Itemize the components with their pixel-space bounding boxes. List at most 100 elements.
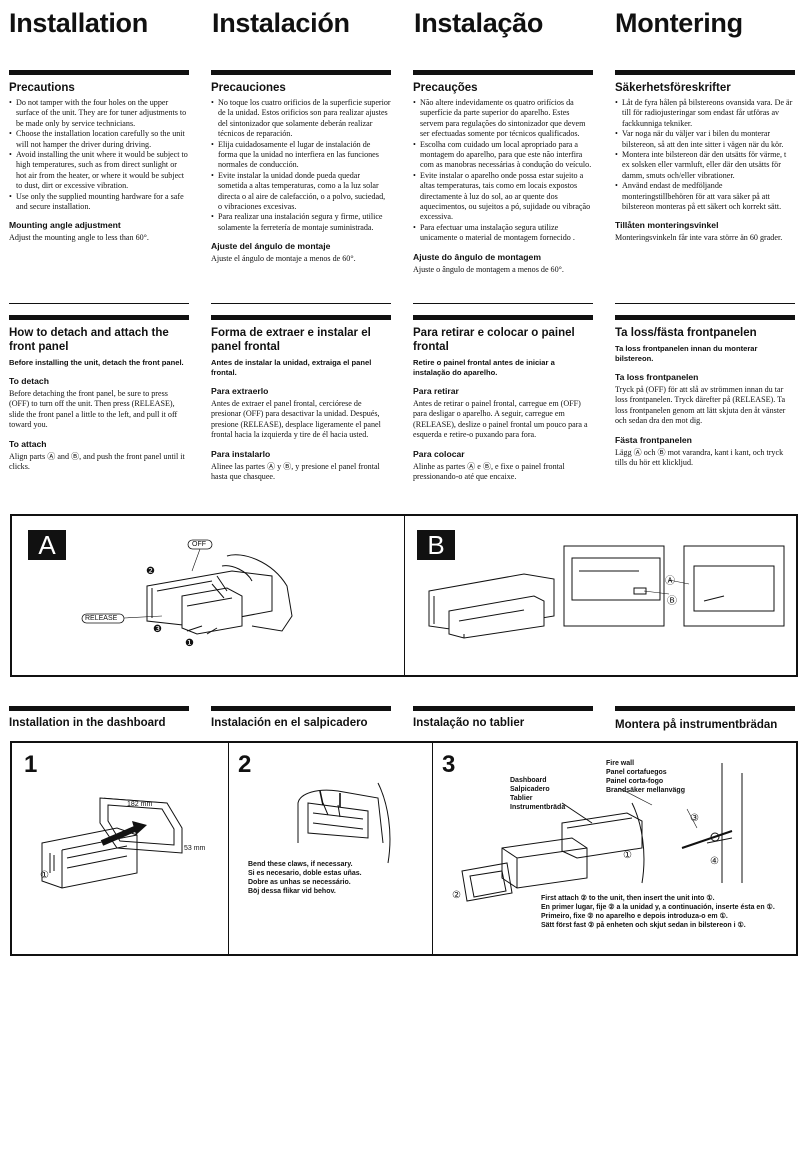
subsection-title: Tillåten monteringsvinkel bbox=[615, 220, 719, 231]
list-item: Evite instalar la unidad donde pueda que… bbox=[211, 171, 391, 213]
subsection-title: Fästa frontpanelen bbox=[615, 434, 692, 445]
section-title: Installation in the dashboard bbox=[9, 717, 166, 729]
part-marker-a: Ⓐ bbox=[665, 576, 675, 587]
caption-line: Instrumentbräda bbox=[510, 804, 566, 811]
step-number: 1 bbox=[24, 751, 38, 778]
height-dimension: 53 mm bbox=[184, 845, 206, 852]
part-marker-2: ② bbox=[452, 890, 461, 901]
paragraph: Alinee las partes Ⓐ y Ⓑ, y presione el p… bbox=[211, 461, 380, 482]
section-title: Precauções bbox=[413, 82, 478, 94]
caption-line: Panel cortafuegos bbox=[606, 769, 667, 776]
list-item: Var noga när du väljer var i bilen du mo… bbox=[615, 129, 795, 150]
paragraph: Ajuste o ângulo de montagem a menos de 6… bbox=[413, 264, 564, 274]
section-title: Forma de extraer e instalar el panel fro… bbox=[211, 327, 371, 353]
divider bbox=[228, 743, 229, 954]
divider bbox=[413, 303, 593, 304]
step2-illustration bbox=[297, 782, 391, 864]
section-bar bbox=[615, 315, 795, 320]
caption-line: Böj dessa flikar vid behov. bbox=[248, 888, 336, 895]
caption-line: Fire wall bbox=[606, 760, 635, 767]
caption-line: Primeiro, fixe ② no aparelho e depois in… bbox=[541, 913, 728, 920]
lang-title-sv: Montering bbox=[615, 8, 743, 38]
section-title: Instalação no tablier bbox=[413, 717, 525, 729]
width-dimension: 182 mm bbox=[127, 801, 153, 808]
caption-line: Si es necesario, doble estas uñas. bbox=[248, 870, 362, 877]
section-bar bbox=[211, 315, 391, 320]
paragraph: Align parts Ⓐ and Ⓑ, and push the front … bbox=[9, 451, 185, 472]
section-title: Precautions bbox=[9, 82, 75, 94]
paragraph: Ajuste el ángulo de montaje a menos de 6… bbox=[211, 254, 356, 264]
caption-line: En primer lugar, fije ② a la unidad y, a… bbox=[541, 904, 775, 911]
list-item: Use only the supplied mounting hardware … bbox=[9, 192, 189, 213]
figure-detach-attach: A B OFF RELEASE ❷ ❸ ❶ bbox=[10, 514, 798, 677]
precautions-pt: Precauções Não altere indevidamente os q… bbox=[413, 81, 593, 275]
subsection-title: Mounting angle adjustment bbox=[9, 220, 121, 231]
part-marker-3: ③ bbox=[690, 813, 699, 824]
caption-line: Salpicadero bbox=[510, 786, 550, 793]
precautions-list: No toque los cuatro orificios de la supe… bbox=[211, 98, 391, 233]
caption-line: Dashboard bbox=[510, 777, 547, 784]
divider bbox=[9, 303, 189, 304]
paragraph: Alinhe as partes Ⓐ e Ⓑ, e fixe o painel … bbox=[413, 461, 565, 482]
list-item: No toque los cuatro orificios de la supe… bbox=[211, 98, 391, 140]
list-item: Para realizar una instalación segura y f… bbox=[211, 212, 391, 233]
section-title: Säkerhetsföreskrifter bbox=[615, 82, 731, 94]
section-title: Para retirar e colocar o painel frontal bbox=[413, 327, 575, 353]
detach-sv: Ta loss/fästa frontpanelen Ta loss front… bbox=[615, 326, 795, 468]
list-item: Använd endast de medföljande monteringst… bbox=[615, 181, 795, 212]
lang-title-pt: Instalação bbox=[414, 8, 544, 38]
paragraph: Antes de extraer el panel frontal, cerci… bbox=[211, 399, 381, 440]
caption-line: Tablier bbox=[510, 795, 533, 802]
section-bar bbox=[211, 706, 391, 711]
lead-text: Ta loss frontpanelen innan du monterar b… bbox=[615, 344, 758, 363]
section-title: How to detach and attach the front panel bbox=[9, 327, 169, 353]
firewall-caption: Fire wall Panel cortafuegos Painel corta… bbox=[606, 759, 685, 795]
caption-line: Brandsäker mellanvägg bbox=[606, 787, 685, 794]
caption-line: Painel corta-fogo bbox=[606, 778, 664, 785]
precautions-list: Do not tamper with the four holes on the… bbox=[9, 98, 189, 212]
lang-title-en: Installation bbox=[9, 8, 148, 38]
step1-illustration bbox=[41, 797, 183, 889]
lang-title-es: Instalación bbox=[212, 8, 350, 38]
section-bar bbox=[211, 70, 391, 75]
list-item: Avoid installing the unit where it would… bbox=[9, 150, 189, 192]
caption-line: Bend these claws, if necessary. bbox=[248, 861, 353, 868]
section-title: Montera på instrumentbrädan bbox=[615, 719, 778, 731]
attach-illustration bbox=[428, 545, 785, 639]
precautions-es: Precauciones No toque los cuatro orifici… bbox=[211, 81, 391, 265]
paragraph: Tryck på (OFF) för att slå av strömmen i… bbox=[615, 385, 786, 426]
caption-line: Dobre as unhas se necessário. bbox=[248, 879, 351, 886]
paragraph: Before detaching the front panel, be sur… bbox=[9, 389, 178, 430]
list-item: Elija cuidadosamente el lugar de instala… bbox=[211, 140, 391, 171]
detach-en: How to detach and attach the front panel… bbox=[9, 326, 189, 472]
subsection-title: Ajuste do ângulo de montagem bbox=[413, 251, 541, 262]
section-bar bbox=[9, 70, 189, 75]
subsection-title: Para colocar bbox=[413, 448, 465, 459]
figure-label-b: B bbox=[417, 530, 455, 560]
list-item: Choose the installation location careful… bbox=[9, 129, 189, 150]
list-item: Não altere indevidamente os quatro orifí… bbox=[413, 98, 593, 140]
list-item: Montera inte bilstereon där den utsätts … bbox=[615, 150, 795, 181]
lead-text: Before installing the unit, detach the f… bbox=[9, 358, 184, 367]
step-marker-2: ❷ bbox=[146, 566, 155, 577]
list-item: Escolha com cuidado um local apropriado … bbox=[413, 140, 593, 171]
section-bar bbox=[413, 706, 593, 711]
lead-text: Antes de instalar la unidad, extraiga el… bbox=[211, 358, 372, 377]
subsection-title: To detach bbox=[9, 376, 49, 386]
lead-text: Retire o painel frontal antes de iniciar… bbox=[413, 358, 555, 377]
part-marker-1: ① bbox=[623, 850, 632, 861]
caption-line: Sätt först fast ② på enheten och skjut s… bbox=[541, 922, 746, 929]
list-item: Låt de fyra hålen på bilstereons ovansid… bbox=[615, 98, 795, 129]
paragraph: Lägg Ⓐ och Ⓑ mot varandra, kant i kant, … bbox=[615, 447, 784, 468]
paragraph: Monteringsvinkeln får inte vara större ä… bbox=[615, 233, 783, 243]
section-bar bbox=[9, 706, 189, 711]
section-title: Ta loss/fästa frontpanelen bbox=[615, 327, 757, 339]
dashboard-caption: Dashboard Salpicadero Tablier Instrument… bbox=[510, 776, 565, 812]
list-item: Do not tamper with the four holes on the… bbox=[9, 98, 189, 129]
detach-pt: Para retirar e colocar o painel frontal … bbox=[413, 326, 593, 482]
precautions-list: Låt de fyra hålen på bilstereons ovansid… bbox=[615, 98, 795, 212]
attach-caption: First attach ② to the unit, then insert … bbox=[541, 894, 791, 930]
subsection-title: To attach bbox=[9, 438, 47, 449]
section-bar bbox=[615, 70, 795, 75]
section-bar bbox=[9, 315, 189, 320]
